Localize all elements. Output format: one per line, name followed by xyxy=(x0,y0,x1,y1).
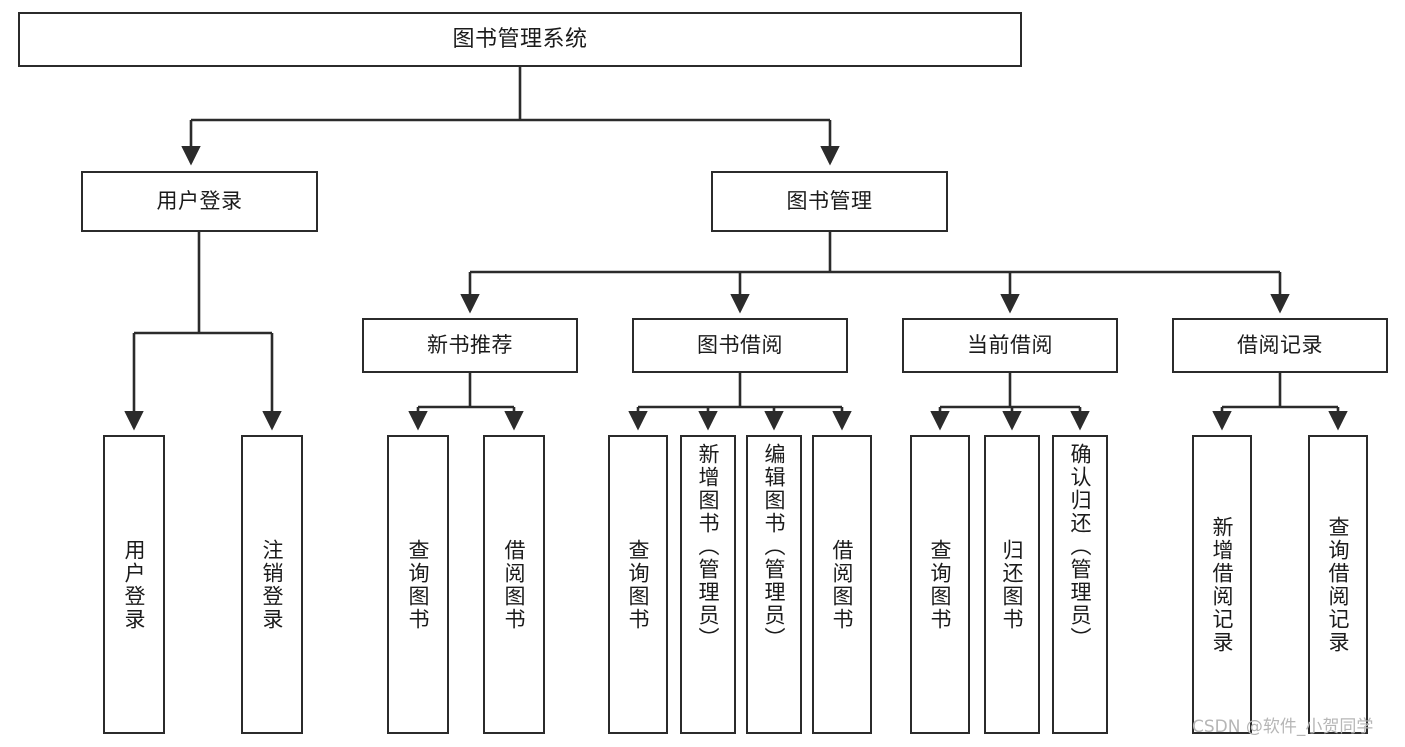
leaf-borrow-book-new[interactable]: 借阅图书 xyxy=(483,435,545,734)
leaf-borrow-book[interactable]: 借阅图书 xyxy=(812,435,872,734)
leaf-add-book-admin[interactable]: 新增图书（管理员） xyxy=(680,435,736,734)
node-label: 确认归还（管理员） xyxy=(1068,443,1093,650)
node-label: 查询图书 xyxy=(406,538,431,631)
node-label: 查询图书 xyxy=(928,538,953,631)
node-label: 查询图书 xyxy=(626,538,651,631)
node-label: 图书借阅 xyxy=(697,333,783,358)
node-new-book-recommendation[interactable]: 新书推荐 xyxy=(362,318,578,373)
leaf-add-borrow-record[interactable]: 新增借阅记录 xyxy=(1192,435,1252,734)
node-borrowing-records[interactable]: 借阅记录 xyxy=(1172,318,1388,373)
node-label: 编辑图书（管理员） xyxy=(762,443,787,650)
node-label: 新书推荐 xyxy=(427,333,513,358)
leaf-query-borrow-record[interactable]: 查询借阅记录 xyxy=(1308,435,1368,734)
leaf-query-book-borrow[interactable]: 查询图书 xyxy=(608,435,668,734)
node-book-borrowing[interactable]: 图书借阅 xyxy=(632,318,848,373)
leaf-query-book-current[interactable]: 查询图书 xyxy=(910,435,970,734)
leaf-logout[interactable]: 注销登录 xyxy=(241,435,303,734)
node-label: 图书管理 xyxy=(786,189,873,214)
node-user-login[interactable]: 用户登录 xyxy=(81,171,318,232)
leaf-user-login[interactable]: 用户登录 xyxy=(103,435,165,734)
leaf-edit-book-admin[interactable]: 编辑图书（管理员） xyxy=(746,435,802,734)
node-label: 当前借阅 xyxy=(967,333,1053,358)
node-label: 借阅记录 xyxy=(1237,333,1323,358)
node-label: 新增借阅记录 xyxy=(1210,515,1235,654)
node-label: 用户登录 xyxy=(156,189,243,214)
node-label: 注销登录 xyxy=(260,538,285,631)
csdn-watermark: CSDN @软件_小贺同学 xyxy=(1192,717,1374,737)
node-root-book-management-system[interactable]: 图书管理系统 xyxy=(18,12,1022,67)
node-label: 归还图书 xyxy=(1000,538,1025,631)
node-label: 查询借阅记录 xyxy=(1326,515,1351,654)
node-label: 借阅图书 xyxy=(502,538,527,631)
node-label: 新增图书（管理员） xyxy=(696,443,721,650)
leaf-confirm-return-admin[interactable]: 确认归还（管理员） xyxy=(1052,435,1108,734)
leaf-return-book[interactable]: 归还图书 xyxy=(984,435,1040,734)
node-label: 图书管理系统 xyxy=(452,26,588,52)
node-label: 借阅图书 xyxy=(830,538,855,631)
leaf-query-book-new[interactable]: 查询图书 xyxy=(387,435,449,734)
node-book-management[interactable]: 图书管理 xyxy=(711,171,948,232)
node-label: 用户登录 xyxy=(122,538,147,631)
node-current-borrowing[interactable]: 当前借阅 xyxy=(902,318,1118,373)
